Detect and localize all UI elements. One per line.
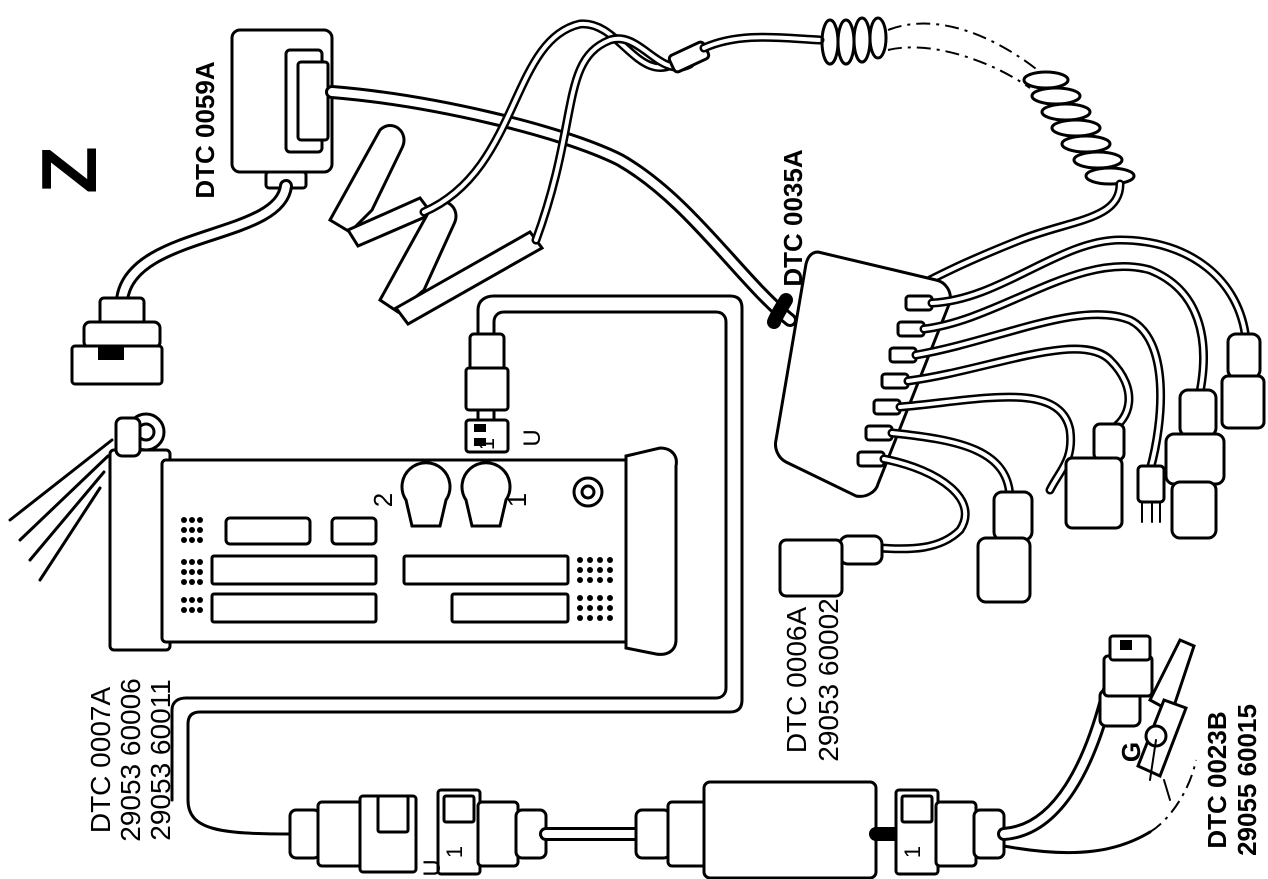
cable-0023b-upper	[997, 673, 1119, 841]
coiled-cord	[820, 16, 1136, 186]
pin-1-top: 1	[474, 438, 499, 450]
label-dtc-0006a-line1: DTC 0006A	[781, 607, 812, 754]
vent-grille	[181, 517, 613, 621]
connector-bottom-right	[894, 788, 1006, 876]
mark-u-top: U	[519, 429, 546, 446]
cable-end-0035a	[767, 293, 793, 329]
fan-lead-4	[903, 344, 1134, 435]
mark-g: G	[1116, 742, 1146, 762]
unit-loop-cable-outer	[186, 294, 744, 802]
port-2-label: 2	[368, 493, 398, 507]
port-1-label: 1	[502, 493, 532, 507]
ground-clip-g	[1136, 638, 1196, 801]
label-dtc-0007a-line3: 29053 60011	[145, 679, 176, 840]
dtc-0006a-module	[634, 780, 878, 879]
label-dtc-0059a: DTC 0059A	[190, 61, 220, 198]
label-dtc-0023b-line2: 29055 60015	[1232, 704, 1262, 856]
pin-1-bottom-b: 1	[900, 846, 925, 858]
label-dtc-0007a-line2: 29053 60006	[115, 678, 146, 842]
cable-0023b-dashed	[1149, 759, 1197, 833]
label-dtc-0006a-line2: 29053 60002	[813, 598, 844, 762]
fan-connector-6	[778, 534, 884, 598]
coil-continuation-2	[887, 46, 1031, 89]
fan-connector-4	[1064, 422, 1126, 530]
diagnostic-unit	[108, 446, 678, 656]
figure-marker: Z	[25, 146, 113, 194]
port-2	[400, 461, 452, 528]
battery-clip-lower	[378, 200, 545, 326]
label-dtc-0035a: DTC 0035A	[778, 149, 808, 286]
label-dtc-0023b-line1: DTC 0023B	[1202, 711, 1232, 848]
battery-clip-upper	[327, 124, 435, 248]
fan-connector-3	[1136, 464, 1166, 523]
connector-u-bottom	[436, 788, 548, 876]
coil-continuation-1	[887, 22, 1041, 73]
unit-side-cable	[8, 412, 166, 582]
cable-0023b-lower	[1002, 830, 1152, 855]
connector-0007a-end	[288, 794, 418, 874]
port-1	[460, 461, 512, 528]
fan-connector-5	[976, 490, 1034, 604]
dtc-0059a-module	[230, 28, 334, 190]
connector-u-top	[464, 332, 510, 454]
unit-loop-cable-inner	[170, 310, 728, 802]
pin-1-bottom-a: 1	[442, 846, 467, 858]
dtc-0023b-plug	[1098, 634, 1154, 728]
mark-u-bottom: U	[419, 859, 446, 876]
dtc-0059a-plug	[70, 296, 164, 386]
cable-0007a-bottom	[186, 798, 292, 836]
label-dtc-0007a-line1: DTC 0007A	[85, 687, 116, 834]
clip-lead-2	[531, 34, 695, 245]
fan-connector-1	[1220, 332, 1266, 430]
dtc-0035a-block	[774, 250, 952, 498]
fan-connector-2	[1164, 388, 1226, 540]
